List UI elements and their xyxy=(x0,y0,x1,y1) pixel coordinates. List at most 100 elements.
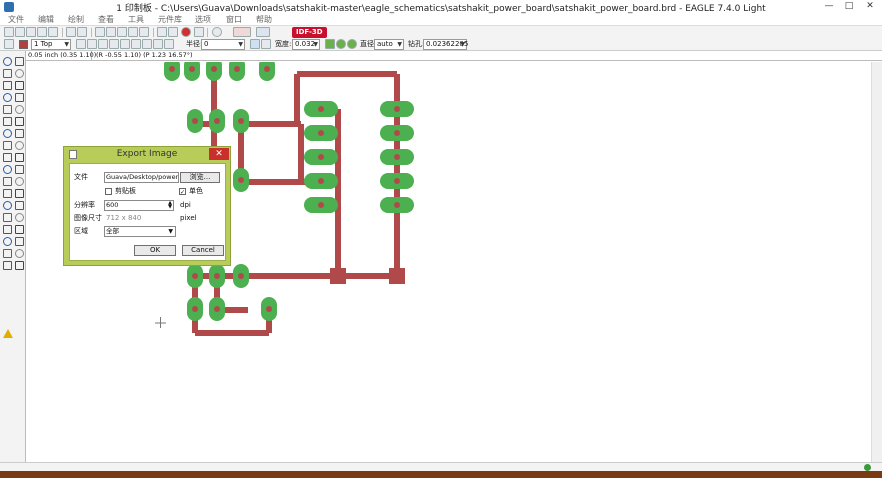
zoom-select-icon[interactable] xyxy=(139,27,149,37)
paste-tool-icon[interactable] xyxy=(3,105,12,114)
grid-icon[interactable] xyxy=(4,39,14,49)
wire-bend-3-icon[interactable] xyxy=(109,39,119,49)
width-input[interactable]: 0.032 ▼ xyxy=(292,39,320,50)
via-octagon-icon[interactable] xyxy=(347,39,357,49)
display-tool-icon[interactable] xyxy=(15,57,24,66)
stop-icon[interactable] xyxy=(181,27,191,37)
browse-button[interactable]: 浏览... xyxy=(180,172,220,183)
board-canvas[interactable] xyxy=(27,57,871,448)
split-tool-icon[interactable] xyxy=(15,153,24,162)
menu-window[interactable]: 窗口 xyxy=(226,15,242,24)
circle-tool-icon[interactable] xyxy=(15,189,24,198)
undo-icon[interactable] xyxy=(157,27,167,37)
rect-tool-icon[interactable] xyxy=(15,201,24,210)
menu-draw[interactable]: 绘制 xyxy=(68,15,84,24)
area-select[interactable]: 全部 ▼ xyxy=(104,226,176,237)
cam-icon[interactable] xyxy=(37,27,47,37)
miter-straight-icon[interactable] xyxy=(261,39,271,49)
copy-tool-icon[interactable] xyxy=(15,69,24,78)
mirror-tool-icon[interactable] xyxy=(3,81,12,90)
file-input[interactable]: Guava/Desktop/power.png xyxy=(104,172,179,183)
wire-bend-1-icon[interactable] xyxy=(87,39,97,49)
errors-tool-icon[interactable] xyxy=(15,261,24,270)
menu-options[interactable]: 选项 xyxy=(195,15,211,24)
attribute-tool-icon[interactable] xyxy=(3,237,12,246)
group-tool-icon[interactable] xyxy=(3,93,12,102)
drc-tool-icon[interactable] xyxy=(3,261,12,270)
spinner-arrows-icon[interactable]: ▲▼ xyxy=(168,200,172,210)
vertical-scrollbar[interactable] xyxy=(871,62,882,462)
miter-tool-icon[interactable] xyxy=(3,153,12,162)
ulp-icon[interactable] xyxy=(77,27,87,37)
route-tool-icon[interactable] xyxy=(15,165,24,174)
clipboard-checkbox[interactable] xyxy=(105,188,112,195)
menu-help[interactable]: 帮助 xyxy=(256,15,272,24)
drill-input[interactable]: 0.02362205 ▼ xyxy=(423,39,468,50)
rotate-tool-icon[interactable] xyxy=(15,81,24,90)
smd-pad[interactable] xyxy=(330,268,346,284)
grid-coordinate[interactable]: 0.05 inch (0.35 1.10) xyxy=(28,51,97,60)
wire-bend-8-icon[interactable] xyxy=(164,39,174,49)
resolution-input[interactable]: 600 ▲▼ xyxy=(104,200,174,211)
optimize-tool-icon[interactable] xyxy=(3,165,12,174)
warning-icon[interactable] xyxy=(3,329,13,338)
open-icon[interactable] xyxy=(4,27,14,37)
auto-tool-icon[interactable] xyxy=(15,249,24,258)
go-icon[interactable] xyxy=(194,27,204,37)
script-icon[interactable] xyxy=(66,27,76,37)
idf-3d-button[interactable]: IDF-3D xyxy=(292,27,327,38)
cancel-button[interactable]: Cancel xyxy=(182,245,224,256)
wire-bend-2-icon[interactable] xyxy=(98,39,108,49)
dimension-tool-icon[interactable] xyxy=(15,237,24,246)
name-tool-icon[interactable] xyxy=(15,129,24,138)
ripup-tool-icon[interactable] xyxy=(3,177,12,186)
monochrome-checkbox[interactable]: ✓ xyxy=(179,188,186,196)
smd-pad[interactable] xyxy=(389,268,405,284)
dialog-close-button[interactable]: ✕ xyxy=(209,148,229,160)
menu-tools[interactable]: 工具 xyxy=(128,15,144,24)
ratsnest-tool-icon[interactable] xyxy=(3,249,12,258)
ok-button[interactable]: OK xyxy=(134,245,176,256)
schematic-icon[interactable] xyxy=(48,27,58,37)
zoom-out-icon[interactable] xyxy=(117,27,127,37)
minimize-button[interactable]: — xyxy=(824,1,834,11)
miter-round-icon[interactable] xyxy=(250,39,260,49)
move-tool-icon[interactable] xyxy=(3,69,12,78)
polygon-tool-icon[interactable] xyxy=(3,213,12,222)
wire-bend-5-icon[interactable] xyxy=(131,39,141,49)
delete-tool-icon[interactable] xyxy=(15,105,24,114)
zoom-in-icon[interactable] xyxy=(106,27,116,37)
lock-tool-icon[interactable] xyxy=(3,129,12,138)
via-round-icon[interactable] xyxy=(336,39,346,49)
value-tool-icon[interactable] xyxy=(3,141,12,150)
layer-select[interactable]: 1 Top ▼ xyxy=(31,39,71,50)
close-window-button[interactable]: ✕ xyxy=(866,1,874,11)
redo-icon[interactable] xyxy=(168,27,178,37)
menu-edit[interactable]: 编辑 xyxy=(38,15,54,24)
print-icon[interactable] xyxy=(26,27,36,37)
wire-bend-4-icon[interactable] xyxy=(120,39,130,49)
wire-bend-7-icon[interactable] xyxy=(153,39,163,49)
info-tool-icon[interactable] xyxy=(3,57,12,66)
redraw-icon[interactable] xyxy=(128,27,138,37)
hole-tool-icon[interactable] xyxy=(15,225,24,234)
wire-tool-icon[interactable] xyxy=(15,177,24,186)
add-tool-icon[interactable] xyxy=(3,117,12,126)
zoom-fit-icon[interactable] xyxy=(95,27,105,37)
diameter-input[interactable]: auto ▼ xyxy=(374,39,404,50)
change-tool-icon[interactable] xyxy=(15,93,24,102)
maximize-button[interactable]: □ xyxy=(844,1,854,11)
smash-tool-icon[interactable] xyxy=(15,141,24,150)
signal-tool-icon[interactable] xyxy=(3,225,12,234)
via-square-icon[interactable] xyxy=(325,39,335,49)
wire-bend-6-icon[interactable] xyxy=(142,39,152,49)
arc-tool-icon[interactable] xyxy=(3,201,12,210)
fusion-icon[interactable] xyxy=(256,27,270,37)
save-icon[interactable] xyxy=(15,27,25,37)
radius-input[interactable]: 0 ▼ xyxy=(201,39,245,50)
menu-view[interactable]: 查看 xyxy=(98,15,114,24)
menu-file[interactable]: 文件 xyxy=(8,15,24,24)
replace-tool-icon[interactable] xyxy=(15,117,24,126)
wire-bend-0-icon[interactable] xyxy=(76,39,86,49)
via-tool-icon[interactable] xyxy=(15,213,24,222)
